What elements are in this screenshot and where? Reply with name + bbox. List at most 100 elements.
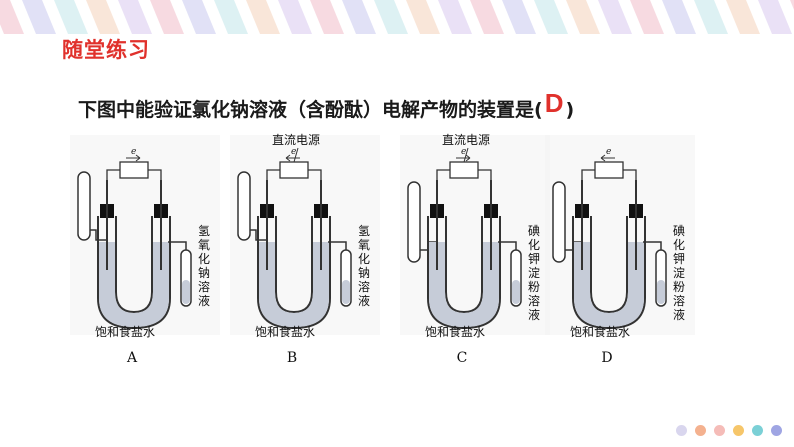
header-stripe	[0, 0, 24, 34]
left-test-tube	[237, 171, 251, 241]
tube-reagent-fill	[342, 280, 350, 304]
reagent-char: 溶	[358, 279, 370, 294]
power-supply	[119, 161, 149, 179]
answer-letter: D	[544, 88, 564, 118]
u-tube-inner-wall	[115, 216, 153, 314]
electron-symbol: e	[291, 147, 296, 157]
header-stripe	[118, 0, 152, 34]
header-stripe	[182, 0, 216, 34]
header-stripe	[758, 0, 792, 34]
right-delivery-tube	[643, 241, 662, 252]
header-stripe	[310, 0, 344, 34]
left-test-tube	[407, 181, 421, 263]
power-label-leader	[293, 147, 299, 163]
left-connector	[90, 229, 108, 241]
apparatus-letter: C	[457, 350, 468, 366]
u-tube-inner-wall	[275, 216, 313, 314]
reagent-char: 化	[198, 252, 210, 266]
electron-symbol: e	[131, 147, 136, 157]
decorative-header-stripes	[0, 0, 794, 34]
reagent-char: 氢	[358, 223, 370, 238]
tube-reagent-label: 氢氧化钠溶液	[358, 223, 370, 308]
electron-symbol: e	[461, 147, 466, 157]
footer-dots	[676, 425, 782, 441]
salt-solution	[99, 242, 169, 327]
u-tube-outer-wall	[572, 216, 646, 330]
header-stripe	[342, 0, 376, 34]
left-wire	[106, 169, 120, 180]
left-wire	[436, 169, 450, 180]
electron-arrow-head	[465, 154, 471, 162]
reagent-char: 化	[673, 238, 685, 252]
left-test-tube	[552, 181, 566, 263]
header-stripe	[86, 0, 120, 34]
right-wire	[308, 169, 322, 180]
reagent-char: 钠	[358, 265, 370, 280]
open-paren: (	[534, 99, 543, 121]
question-text: 下图中能验证氯化钠溶液（含酚酞）电解产物的装置是(D)	[78, 88, 574, 123]
salt-solution	[574, 242, 644, 327]
header-stripe	[54, 0, 88, 34]
apparatus-letter: D	[601, 350, 612, 366]
reagent-char: 淀	[673, 266, 685, 280]
header-stripe	[598, 0, 632, 34]
salt-solution	[259, 242, 329, 327]
right-wire	[478, 169, 492, 180]
reagent-char: 液	[528, 307, 540, 322]
left-wire	[581, 169, 595, 180]
header-stripe	[726, 0, 760, 34]
question-stem: 下图中能验证氯化钠溶液（含酚酞）电解产物的装置是	[78, 99, 535, 121]
power-supply	[279, 161, 309, 179]
header-stripe	[566, 0, 600, 34]
electron-arrow-head	[285, 154, 291, 162]
tube-reagent-fill	[657, 280, 665, 304]
reagent-char: 粉	[673, 280, 685, 294]
u-tube-inner-wall	[445, 216, 483, 314]
power-label-leader	[463, 147, 469, 163]
u-tube-inner-wall	[590, 216, 628, 314]
electrolyte-label: 饱和食盐水	[255, 324, 315, 339]
electron-arrow-head	[600, 154, 606, 162]
reagent-char: 溶	[528, 293, 540, 308]
electrolysis-apparatus-figure: e氢氧化钠溶液饱和食盐水Ae直流电源氢氧化钠溶液饱和食盐水Be直流电源碘化钾淀粉…	[70, 133, 695, 366]
header-stripe	[214, 0, 248, 34]
left-connector	[250, 229, 268, 241]
electron-symbol: e	[606, 147, 611, 157]
power-source-label: 直流电源	[272, 133, 320, 147]
right-delivery-tube	[498, 241, 517, 252]
tube-reagent-label: 碘化钾淀粉溶液	[528, 224, 540, 322]
tube-reagent-fill	[182, 280, 190, 304]
header-stripe	[790, 0, 794, 10]
reagent-char: 溶	[673, 293, 685, 308]
power-source-label: 直流电源	[442, 133, 490, 147]
section-title: 随堂练习	[62, 38, 150, 62]
electrolyte-label: 饱和食盐水	[570, 324, 630, 339]
salt-solution	[429, 242, 499, 327]
reagent-char: 氧	[198, 238, 210, 252]
decorative-dot	[714, 425, 725, 436]
left-wire	[266, 169, 280, 180]
reagent-char: 氧	[358, 238, 370, 252]
reagent-char: 液	[673, 307, 685, 322]
reagent-char: 碘	[673, 224, 685, 238]
header-stripe	[470, 0, 504, 34]
header-stripe	[694, 0, 728, 34]
right-delivery-tube	[168, 241, 187, 252]
decorative-dot	[733, 425, 744, 436]
tube-reagent-label: 氢氧化钠溶液	[198, 223, 210, 308]
u-tube-outer-wall	[97, 216, 171, 330]
header-stripe	[246, 0, 280, 34]
apparatus-letter: B	[287, 350, 297, 366]
header-stripe	[438, 0, 472, 34]
reagent-char: 淀	[528, 266, 540, 280]
header-stripe	[630, 0, 664, 34]
right-wire	[623, 169, 637, 180]
electron-arrow-head	[135, 154, 141, 162]
tube-reagent-label: 碘化钾淀粉溶液	[673, 224, 685, 322]
power-supply	[594, 161, 624, 179]
reagent-char: 液	[358, 293, 370, 308]
right-delivery-tube	[328, 241, 347, 252]
header-stripe	[406, 0, 440, 34]
